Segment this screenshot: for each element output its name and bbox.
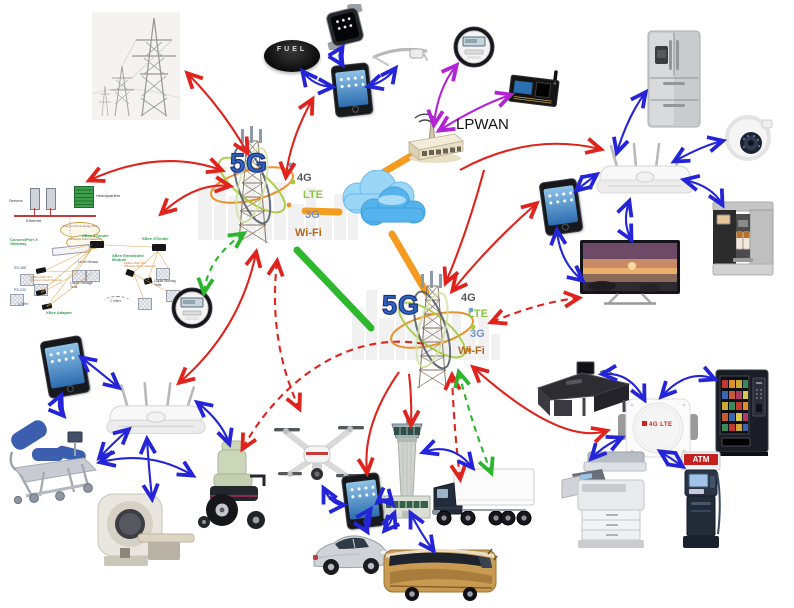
hospital-bed <box>4 412 106 504</box>
tower2-3g-label: 3G <box>470 328 485 340</box>
ethernet-drop <box>34 208 35 215</box>
control-tower <box>382 416 432 520</box>
lpwan-label: LPWAN <box>456 116 509 133</box>
wheelchair <box>192 440 274 534</box>
xtender1-label: XBee XTender <box>82 233 109 238</box>
arrow-hub-vending <box>658 365 719 400</box>
xtender2-label: XBee XTender <box>142 236 169 241</box>
ethernet-drop <box>50 208 51 215</box>
arrow-tower1-drone <box>266 256 302 413</box>
home-button <box>351 105 359 114</box>
vending-machine <box>714 368 770 458</box>
mesh-label-2: ZigBee 802.15.4 Wireless Mesh Network <box>124 261 156 269</box>
wifi-router-left <box>106 380 206 442</box>
refrigerator <box>645 30 703 128</box>
server-icon <box>30 188 40 210</box>
home-button <box>65 384 74 394</box>
smartwatch <box>318 4 372 50</box>
tower2-wifi-label: Wi-Fi <box>458 345 485 357</box>
arrow-router-right-tv <box>616 197 634 244</box>
internet-cloud <box>330 170 435 235</box>
arrow-cloud-tower2 <box>442 169 486 287</box>
smart-tv <box>580 240 680 306</box>
5g-tower-1 <box>205 125 300 255</box>
atm: ATM <box>676 450 726 550</box>
tower2-lte-label: LTE <box>468 308 488 320</box>
headquarters-label: Headquarters <box>96 193 121 198</box>
sensor-network-diagram: Servers Headquarters Ethernet Internet F… <box>8 178 180 315</box>
power-lines <box>92 12 180 120</box>
rs232-label: RS-232 <box>14 288 26 292</box>
onewire-label: 1-Wire <box>18 302 29 306</box>
xtender-icon <box>152 244 166 251</box>
smartphone-top <box>330 62 374 118</box>
app-grid <box>337 73 365 91</box>
servers-label: Servers <box>9 198 23 203</box>
arrow-tower2-tv <box>487 290 584 326</box>
tank-icon <box>156 268 170 280</box>
arrow-phone-top-watch <box>327 43 345 69</box>
tower1-wifi-label: Wi-Fi <box>295 227 322 239</box>
smart-glasses <box>370 42 430 68</box>
headquarters-icon <box>74 186 94 208</box>
level-sensor-label: Level Sensor <box>78 260 99 264</box>
fitness-band: FUEL <box>264 40 320 72</box>
4g-lte-hub: 4G LTE <box>618 396 698 460</box>
tank-icon <box>10 294 24 306</box>
moving-tank-label: Liquid Moving Tank <box>154 279 176 287</box>
adapter-label: XBee Adapter <box>46 310 73 315</box>
bus <box>382 542 498 602</box>
arrow-phone-top-glasses <box>363 64 399 92</box>
ethernet-line <box>14 215 96 217</box>
arrow-router-right-phone-right <box>572 171 601 194</box>
ethernet-label: Ethernet <box>26 218 42 223</box>
coffee-machine <box>708 200 778 278</box>
arrow-router-left-mri <box>138 434 160 504</box>
gateway-label: ConnectPort X Gateway <box>10 237 38 247</box>
tank-icon <box>20 274 34 286</box>
home-button <box>560 223 569 232</box>
wifi-router-right <box>596 142 694 200</box>
printer <box>560 450 654 550</box>
xtender-icon <box>90 241 104 248</box>
arrow-phone-right-tv <box>549 225 587 284</box>
smartphone-bottom <box>340 471 386 531</box>
smart-meter-top <box>452 25 496 69</box>
lte-hub-label: 4G LTE <box>642 421 673 428</box>
tower1-4g-label: 4G <box>297 172 312 184</box>
tank-icon <box>138 298 152 310</box>
arrow-cloud-router-right <box>459 137 606 171</box>
dome-camera <box>724 114 774 166</box>
inset-mesh-lines <box>40 218 169 308</box>
fitness-band-label: FUEL <box>276 46 308 53</box>
tank-icon <box>86 270 100 282</box>
skyline-backdrop-1 <box>198 148 358 240</box>
iot-board <box>508 68 563 110</box>
tower2-4g-label: 4G <box>461 292 476 304</box>
truck <box>430 466 536 528</box>
mesh-label-1: ZigBee 802.15.4 Wireless Mesh Network <box>30 275 62 283</box>
home-button <box>362 517 371 526</box>
tower1-5g-label: 5G <box>229 147 269 178</box>
atm-sign: ATM <box>684 454 718 465</box>
rs485-label: RS-485 <box>14 266 26 270</box>
mri-scanner <box>86 492 198 570</box>
car <box>308 526 392 578</box>
tower1-3g-label: 3G <box>305 209 320 221</box>
tower2-5g-label: 5G <box>381 289 421 320</box>
embedded-label: XBee Embedded Module <box>112 253 144 263</box>
tower1-lte-label: LTE <box>303 189 323 201</box>
arrow-bed-wheelchair <box>95 450 197 478</box>
server-icon <box>46 188 56 210</box>
arrow-phone-top-fuelband <box>299 67 338 96</box>
miles-label: 2 miles <box>110 299 122 303</box>
miles-arc <box>104 296 130 306</box>
smartphone-left <box>39 334 91 400</box>
smartphone-right <box>538 177 584 237</box>
smart-meter-left <box>170 286 214 330</box>
